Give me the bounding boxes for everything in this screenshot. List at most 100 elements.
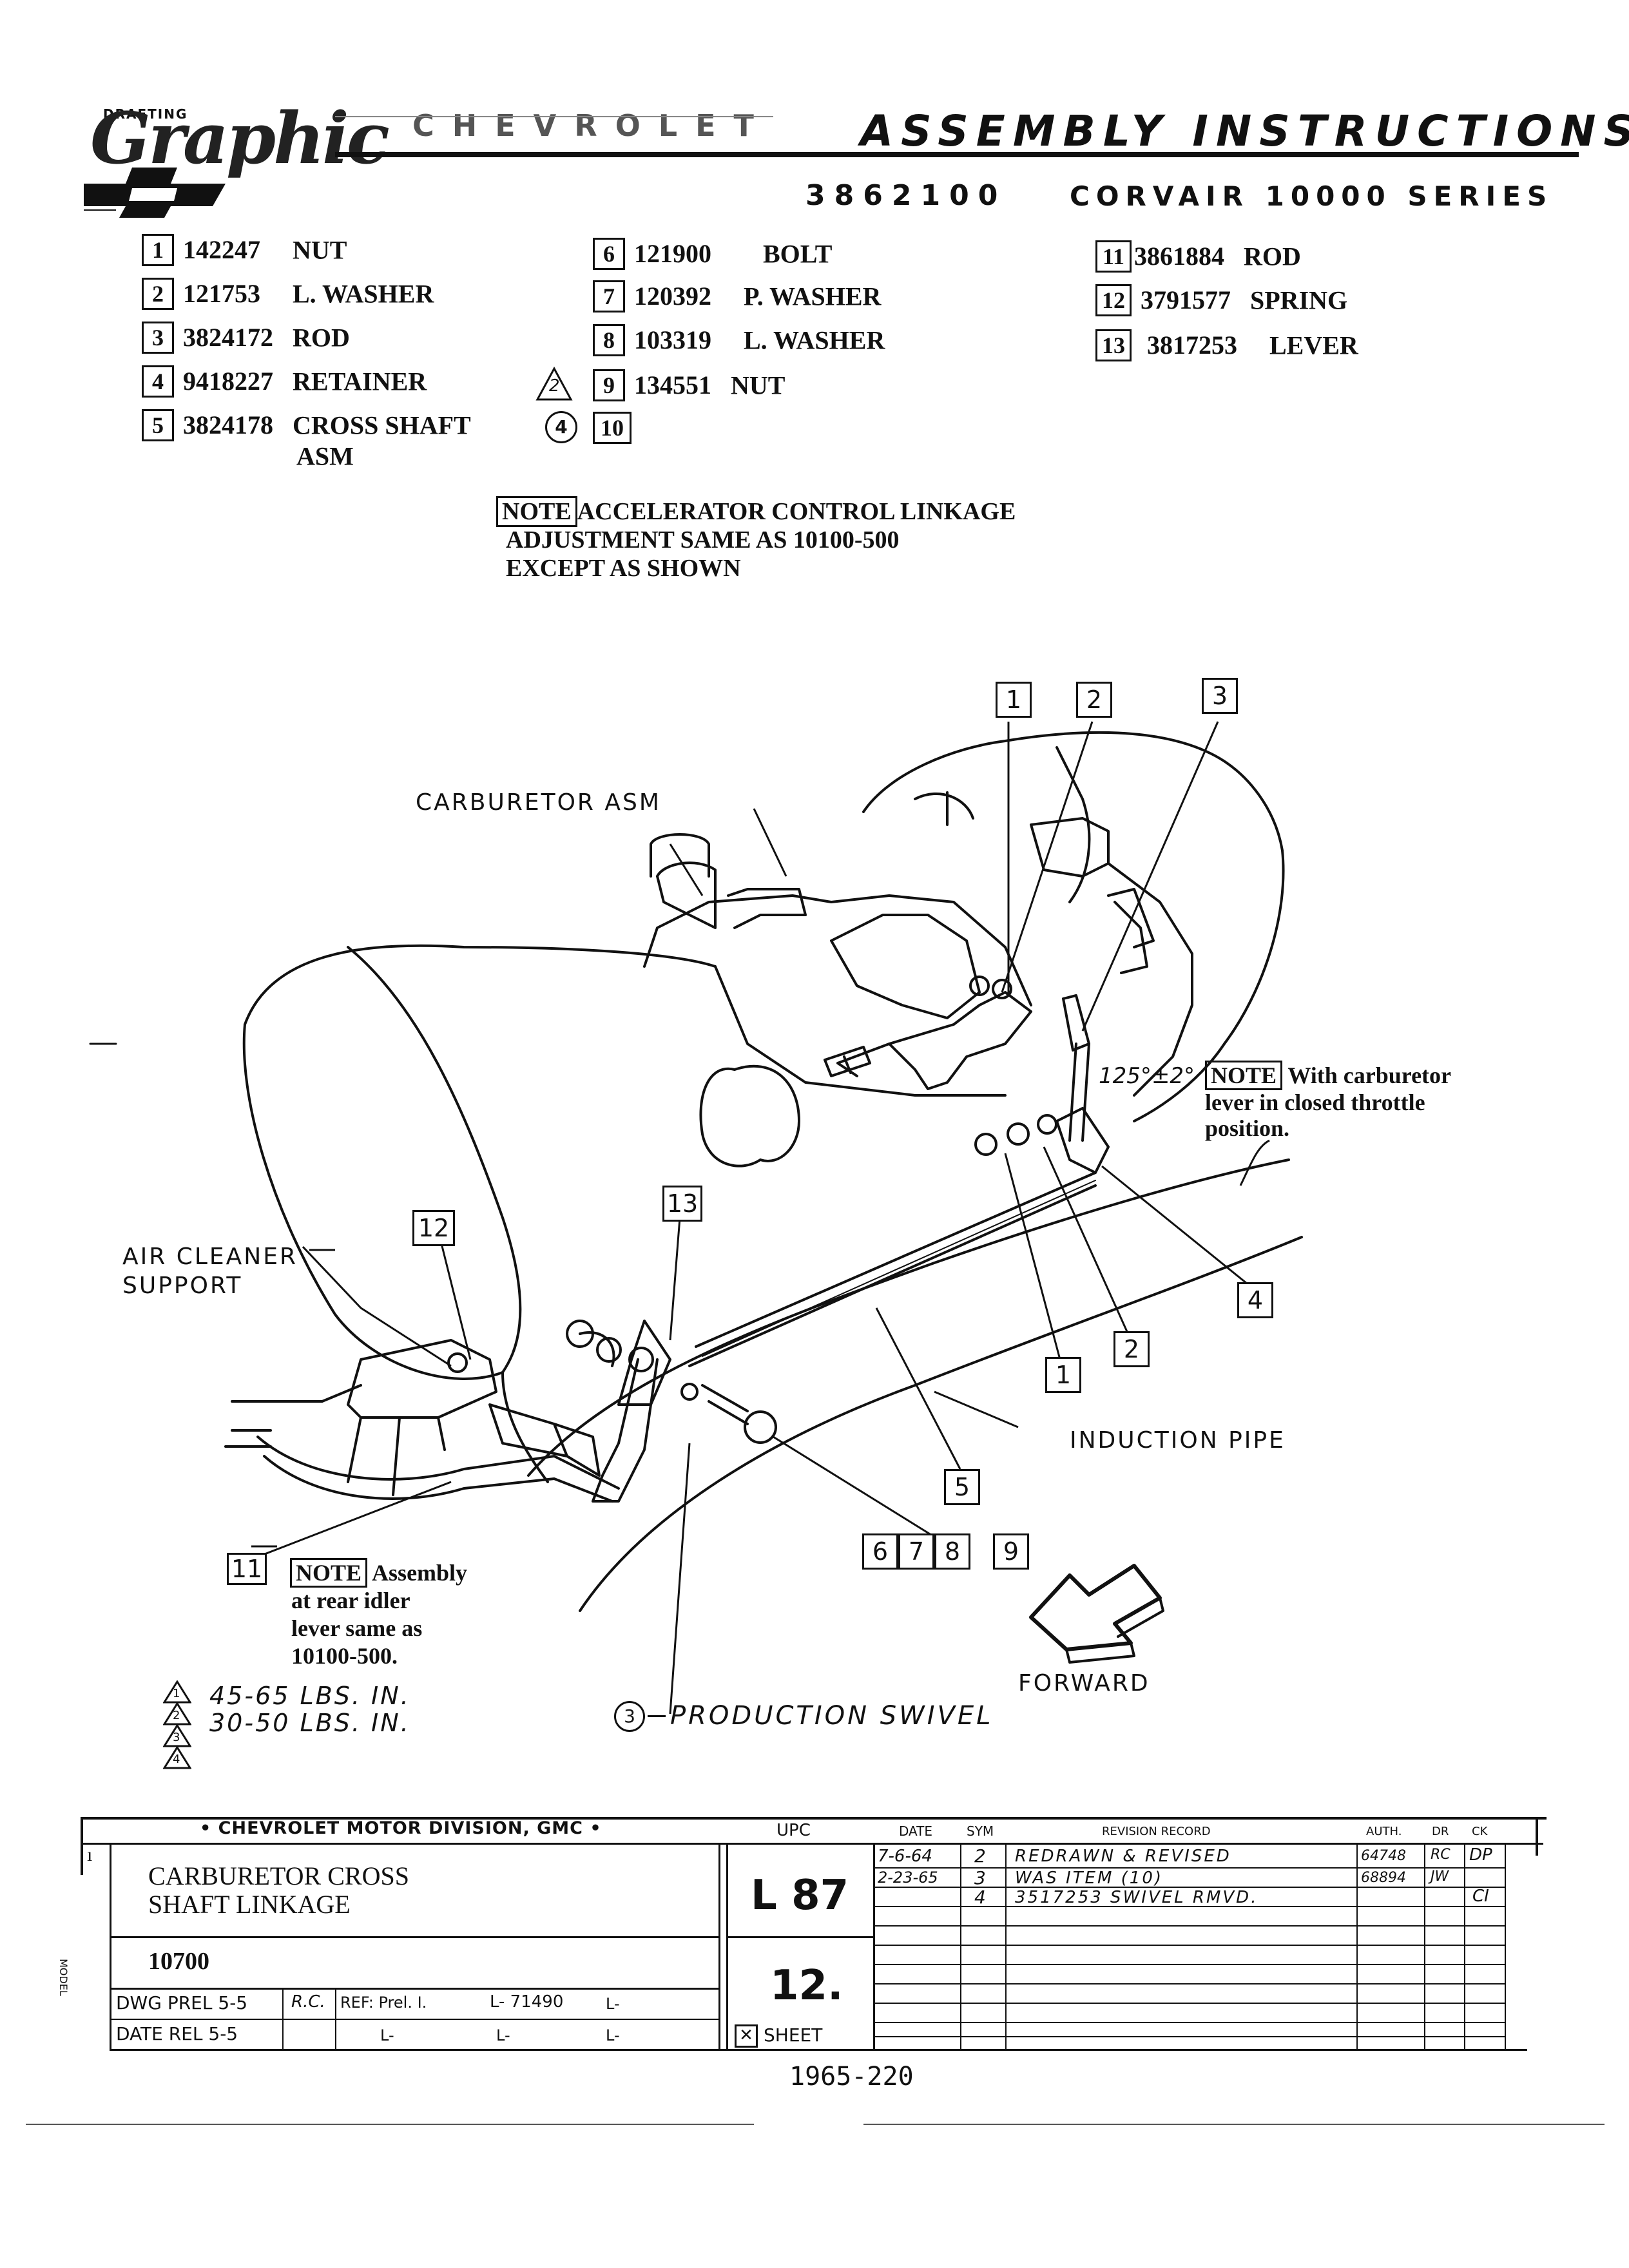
sheet-checkbox: ✕ xyxy=(735,2024,758,2048)
logo-brand-text: CHEVROLET xyxy=(412,108,772,143)
torque-flag-3: 3 xyxy=(173,1731,180,1744)
rev-3-sym: 4 xyxy=(974,1887,986,1908)
l-number: L- 71490 xyxy=(490,1992,564,2012)
item-number-box: 10 xyxy=(593,411,631,444)
item-number-box: 4 xyxy=(142,365,174,398)
sheet-label: SHEET xyxy=(764,2024,823,2046)
rev-row-7 xyxy=(873,1983,1505,1984)
rev-2-date: 2-23-65 xyxy=(878,1869,938,1887)
rev-2-sym: 3 xyxy=(974,1867,986,1888)
item-number-box: 12 xyxy=(1095,284,1132,316)
rev-2-auth: 68894 xyxy=(1361,1870,1406,1886)
dwg-by: R.C. xyxy=(291,1992,325,2012)
page-reference: 1965-220 xyxy=(789,2062,914,2091)
item-number-box: 9 xyxy=(593,369,625,401)
dwg-prel: DWG PREL 5-5 xyxy=(116,1992,248,2013)
tb-title-bottom xyxy=(110,1936,720,1938)
forward-label: FORWARD xyxy=(1018,1670,1150,1696)
rev-col-record xyxy=(1005,1843,1007,2050)
item-number-box: 3 xyxy=(142,321,174,354)
division-label: • CHEVROLET MOTOR DIVISION, GMC • xyxy=(200,1818,602,1838)
rev-row-4 xyxy=(873,1925,1505,1927)
item-number-box: 11 xyxy=(1095,240,1132,273)
tb-dwg-col1 xyxy=(282,1988,284,2050)
rev-row-1 xyxy=(873,1867,1505,1869)
induction-pipe-label: INDUCTION PIPE xyxy=(1070,1427,1286,1454)
header-rule-thick xyxy=(335,152,1579,157)
rev-1-ck: DP xyxy=(1469,1845,1492,1865)
tb-model-bottom xyxy=(110,1988,720,1990)
torque-spec-1: 45-65 LBS. IN. xyxy=(209,1682,410,1710)
rev-auth-header: AUTH. xyxy=(1366,1825,1402,1838)
idler-note-line2: at rear idler xyxy=(291,1588,410,1613)
callout-1-top: 1 xyxy=(996,682,1032,718)
idler-note-line3: lever same as xyxy=(291,1615,423,1641)
l-blank-2: L- xyxy=(380,2026,394,2044)
throttle-note-line2: lever in closed throttle xyxy=(1205,1090,1425,1115)
callout-11: 11 xyxy=(227,1553,267,1585)
torque-flag-2: 2 xyxy=(173,1709,180,1722)
l-blank-3: L- xyxy=(496,2026,510,2044)
callout-7: 7 xyxy=(898,1533,934,1570)
tb-div-header-row xyxy=(81,1843,1543,1845)
tb-dwg-mid xyxy=(110,2019,720,2020)
tb-left-outer xyxy=(81,1817,83,1875)
model-label: MODEL xyxy=(57,1959,70,1996)
item-number-box: 5 xyxy=(142,408,174,441)
parts-row-5-cont: ASM xyxy=(296,441,354,471)
rev-col-sym xyxy=(960,1843,961,2050)
idler-note-line1: NOTE Assembly xyxy=(290,1558,467,1588)
drawing-title-line2: SHAFT LINKAGE xyxy=(148,1890,351,1919)
item-number-box: 13 xyxy=(1095,329,1132,361)
rev-3-record: 3517253 SWIVEL RMVD. xyxy=(1015,1888,1258,1907)
item-number-box: 7 xyxy=(593,280,625,312)
callout-2: 2 xyxy=(1113,1331,1150,1367)
ref-label: REF: Prel. I. xyxy=(340,1994,427,2012)
l-blank-1: L- xyxy=(606,1995,620,2013)
upc-value: L 87 xyxy=(751,1872,849,1919)
model-value: 10700 xyxy=(148,1948,209,1975)
rev-dr-header: DR xyxy=(1432,1825,1449,1838)
note-tag: NOTE xyxy=(1205,1061,1283,1090)
callout-2-top: 2 xyxy=(1076,682,1112,718)
rev-1-record: REDRAWN & REVISED xyxy=(1015,1847,1231,1866)
note-tag: NOTE xyxy=(290,1558,368,1588)
callout-4: 4 xyxy=(1237,1282,1273,1318)
rev-col-auth xyxy=(1356,1843,1358,2050)
item-number-box: 8 xyxy=(593,323,625,356)
callout-8: 8 xyxy=(934,1533,970,1570)
parts-row-10: 10 xyxy=(593,410,641,444)
rev-1-date: 7-6-64 xyxy=(878,1847,932,1866)
rev-row-9 xyxy=(873,2022,1505,2023)
item-number-box: 1 xyxy=(142,233,174,266)
rev-row-8 xyxy=(873,2003,1505,2004)
rev-row-2 xyxy=(873,1887,1505,1888)
callout-9: 9 xyxy=(993,1533,1029,1570)
rev-1-sym: 2 xyxy=(974,1845,986,1867)
idler-note-line4: 10100-500. xyxy=(291,1643,398,1669)
callout-13: 13 xyxy=(662,1186,702,1222)
main-note-line3: EXCEPT AS SHOWN xyxy=(506,555,741,582)
torque-spec-2: 30-50 LBS. IN. xyxy=(209,1709,410,1737)
callout-3-top: 3 xyxy=(1202,678,1238,714)
footer-rule-left xyxy=(26,2124,754,2125)
throttle-note-line1: NOTE With carburetor xyxy=(1205,1061,1451,1090)
header-series: CORVAIR 10000 SERIES xyxy=(1070,180,1554,212)
torque-flag-1: 1 xyxy=(173,1687,180,1700)
date-rel: DATE REL 5-5 xyxy=(116,2023,238,2044)
swivel-marker-circle: 3 xyxy=(614,1701,645,1732)
rev-1-auth: 64748 xyxy=(1361,1848,1406,1864)
air-cleaner-support-label-line2: SUPPORT xyxy=(122,1273,243,1299)
